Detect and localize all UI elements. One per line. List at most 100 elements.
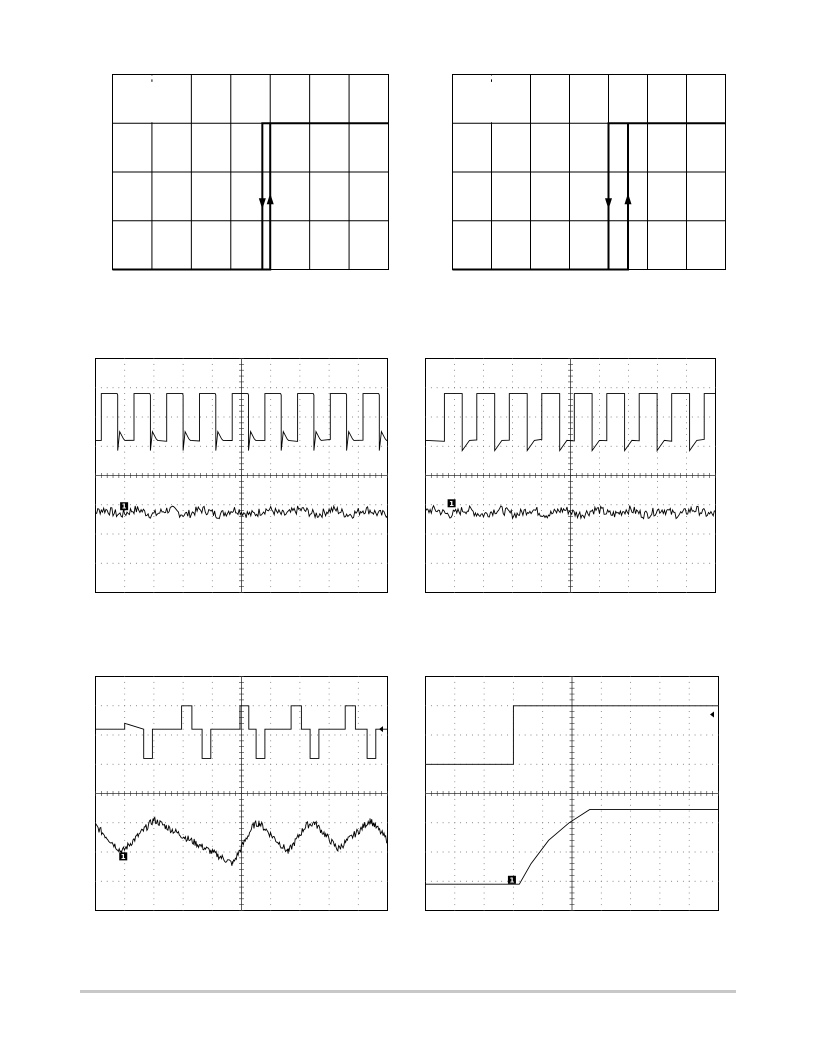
grid-dot — [688, 810, 690, 812]
grid-dot — [252, 387, 254, 389]
grid-dot — [211, 521, 213, 523]
grid-dot — [512, 445, 513, 447]
grid-dot — [118, 763, 120, 765]
grid-dot — [153, 857, 155, 859]
grid-dot — [357, 410, 359, 412]
grid-dot — [305, 387, 307, 389]
grid-dot — [541, 463, 542, 465]
grid-dot — [686, 580, 687, 582]
grid-dot — [546, 562, 548, 564]
grid-dot — [182, 851, 184, 853]
grid-dot — [641, 822, 643, 824]
grid-dot — [95, 416, 96, 418]
grid-dot — [95, 504, 96, 506]
grid-dot — [188, 880, 190, 882]
grid-dot — [630, 886, 632, 888]
grid-dot — [194, 734, 196, 736]
grid-dot — [223, 822, 225, 824]
grid-dot — [211, 358, 213, 359]
grid-dot — [512, 510, 513, 512]
grid-dot — [694, 880, 696, 882]
grid-dot — [270, 886, 272, 888]
grid-dot — [686, 504, 687, 506]
grid-dot — [369, 533, 371, 535]
grid-dot — [686, 387, 687, 389]
grid-dot — [425, 851, 426, 853]
grid-dot — [454, 516, 455, 517]
grid-dot — [387, 533, 388, 535]
grid-dot — [311, 822, 313, 824]
grid-dot — [299, 539, 301, 541]
grid-dot — [599, 562, 600, 564]
grid-dot — [577, 734, 579, 736]
grid-dot — [106, 387, 108, 389]
grid-dot — [124, 568, 126, 570]
grid-dot — [363, 705, 365, 707]
grid-dot — [299, 892, 301, 894]
ref-level-marker-icon — [710, 711, 714, 718]
grid-dot — [686, 399, 687, 400]
grid-dot — [483, 574, 484, 576]
grid-dot — [604, 445, 606, 447]
hysteresis-left-svg — [112, 74, 389, 271]
grid-dot — [229, 734, 231, 736]
grid-dot — [686, 527, 687, 529]
grid-dot — [483, 687, 485, 689]
grid-dot — [600, 851, 602, 853]
grid-dot — [622, 416, 624, 418]
grid-dot — [182, 551, 184, 552]
grid-dot — [633, 533, 635, 535]
grid-dot — [270, 445, 272, 447]
grid-dot — [153, 752, 155, 753]
grid-dot — [357, 699, 359, 701]
grid-dot — [387, 822, 388, 824]
grid-dot — [659, 886, 661, 888]
grid-dot — [124, 892, 126, 894]
grid-dot — [448, 851, 450, 853]
grid-dot — [630, 681, 632, 683]
grid-dot — [610, 416, 612, 418]
grid-dot — [454, 705, 456, 707]
grid-dot — [483, 769, 485, 771]
grid-dot — [465, 416, 467, 418]
grid-dot — [200, 387, 202, 389]
grid-dot — [375, 416, 377, 418]
grid-dot — [316, 387, 318, 389]
grid-dot — [680, 387, 682, 389]
grid-dot — [299, 880, 301, 882]
grid-dot — [600, 816, 602, 818]
grid-dot — [357, 486, 359, 488]
grid-dot — [686, 568, 687, 570]
grid-dot — [630, 763, 632, 765]
grid-dot — [322, 822, 324, 824]
grid-dot — [153, 457, 155, 459]
grid-dot — [471, 445, 473, 447]
grid-dot — [454, 757, 456, 759]
grid-dot — [489, 705, 491, 707]
grid-dot — [541, 510, 542, 512]
grid-dot — [188, 822, 190, 824]
grid-dot — [328, 375, 330, 377]
grid-dot — [357, 545, 359, 547]
grid-dot — [246, 763, 248, 765]
grid-dot — [246, 533, 248, 535]
grid-dot — [159, 445, 161, 447]
grid-dot — [657, 521, 658, 523]
grid-dot — [712, 880, 714, 882]
grid-dot — [630, 810, 632, 812]
grid-dot — [235, 705, 237, 707]
grid-dot — [118, 445, 120, 447]
grid-dot — [657, 545, 658, 547]
grid-dot — [217, 880, 219, 882]
grid-dot — [328, 687, 330, 689]
grid-dot — [182, 498, 184, 500]
grid-dot — [430, 705, 432, 707]
grid-dot — [686, 416, 687, 418]
grid-dot — [357, 358, 359, 359]
grid-dot — [494, 533, 496, 535]
grid-dot — [542, 910, 544, 911]
grid-dot — [252, 880, 254, 882]
grid-dot — [546, 533, 548, 535]
grid-dot — [662, 445, 664, 447]
grid-dot — [541, 375, 542, 377]
